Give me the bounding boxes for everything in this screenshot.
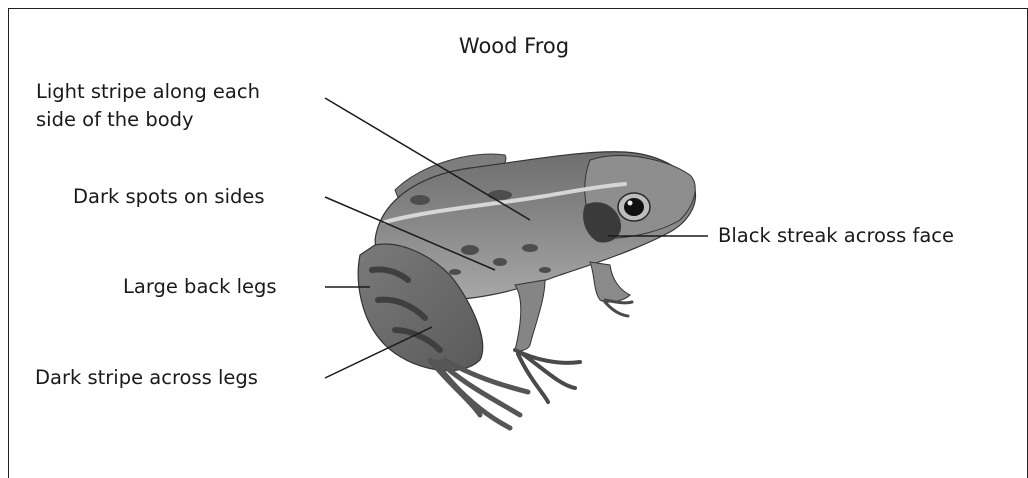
frog-eye-glint [628, 201, 633, 206]
frog-front-leg [515, 280, 545, 351]
frog-pupil [624, 198, 644, 216]
frog-front-foot [515, 350, 580, 402]
frog-illustration [358, 152, 695, 428]
frog-near-front-leg [590, 262, 630, 302]
